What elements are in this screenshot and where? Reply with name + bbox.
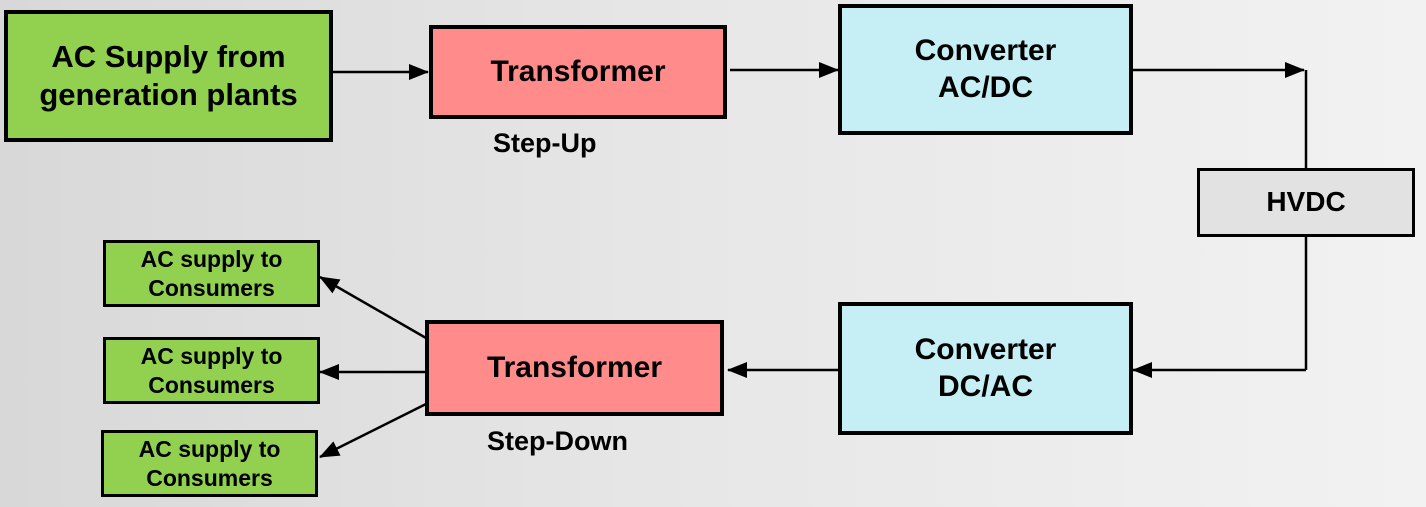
consumer-1-line-2: Consumers xyxy=(148,274,275,301)
consumer-box-1: AC supply to Consumers xyxy=(103,240,320,307)
ac-source-line-1: AC Supply from xyxy=(51,39,286,75)
converter-dcac-line-1: Converter xyxy=(914,332,1057,366)
arrow-transformer-to-consumer-1 xyxy=(319,275,427,340)
converter-dcac-box: Converter DC/AC xyxy=(838,302,1133,435)
transformer-step-up-label: Transformer xyxy=(490,54,666,88)
hvdc-box: HVDC xyxy=(1197,168,1415,237)
transformer-step-down-label: Transformer xyxy=(486,350,663,384)
transformer-step-up-box: Transformer xyxy=(429,25,727,119)
consumer-3-line-2: Consumers xyxy=(146,464,273,491)
converter-acdc-line-1: Converter xyxy=(914,33,1057,67)
ac-source-box: AC Supply from generation plants xyxy=(4,10,333,142)
ac-source-line-2: generation plants xyxy=(39,77,298,112)
consumer-box-3: AC supply to Consumers xyxy=(101,430,318,497)
arrow-transformer-to-consumer-3 xyxy=(319,402,427,459)
converter-acdc-line-2: AC/DC xyxy=(938,70,1033,104)
consumer-1-line-1: AC supply to xyxy=(140,246,283,273)
converter-acdc-box: Converter AC/DC xyxy=(838,4,1133,135)
step-up-label: Step-Up xyxy=(493,128,597,158)
transformer-step-down-box: Transformer xyxy=(425,320,724,416)
consumer-3-line-1: AC supply to xyxy=(138,436,281,463)
consumer-box-2: AC supply to Consumers xyxy=(103,337,320,404)
step-down-label: Step-Down xyxy=(487,426,628,456)
hvdc-label: HVDC xyxy=(1266,186,1346,218)
consumer-2-line-2: Consumers xyxy=(148,371,275,398)
converter-dcac-line-2: DC/AC xyxy=(938,369,1033,403)
consumer-2-line-1: AC supply to xyxy=(140,343,283,370)
